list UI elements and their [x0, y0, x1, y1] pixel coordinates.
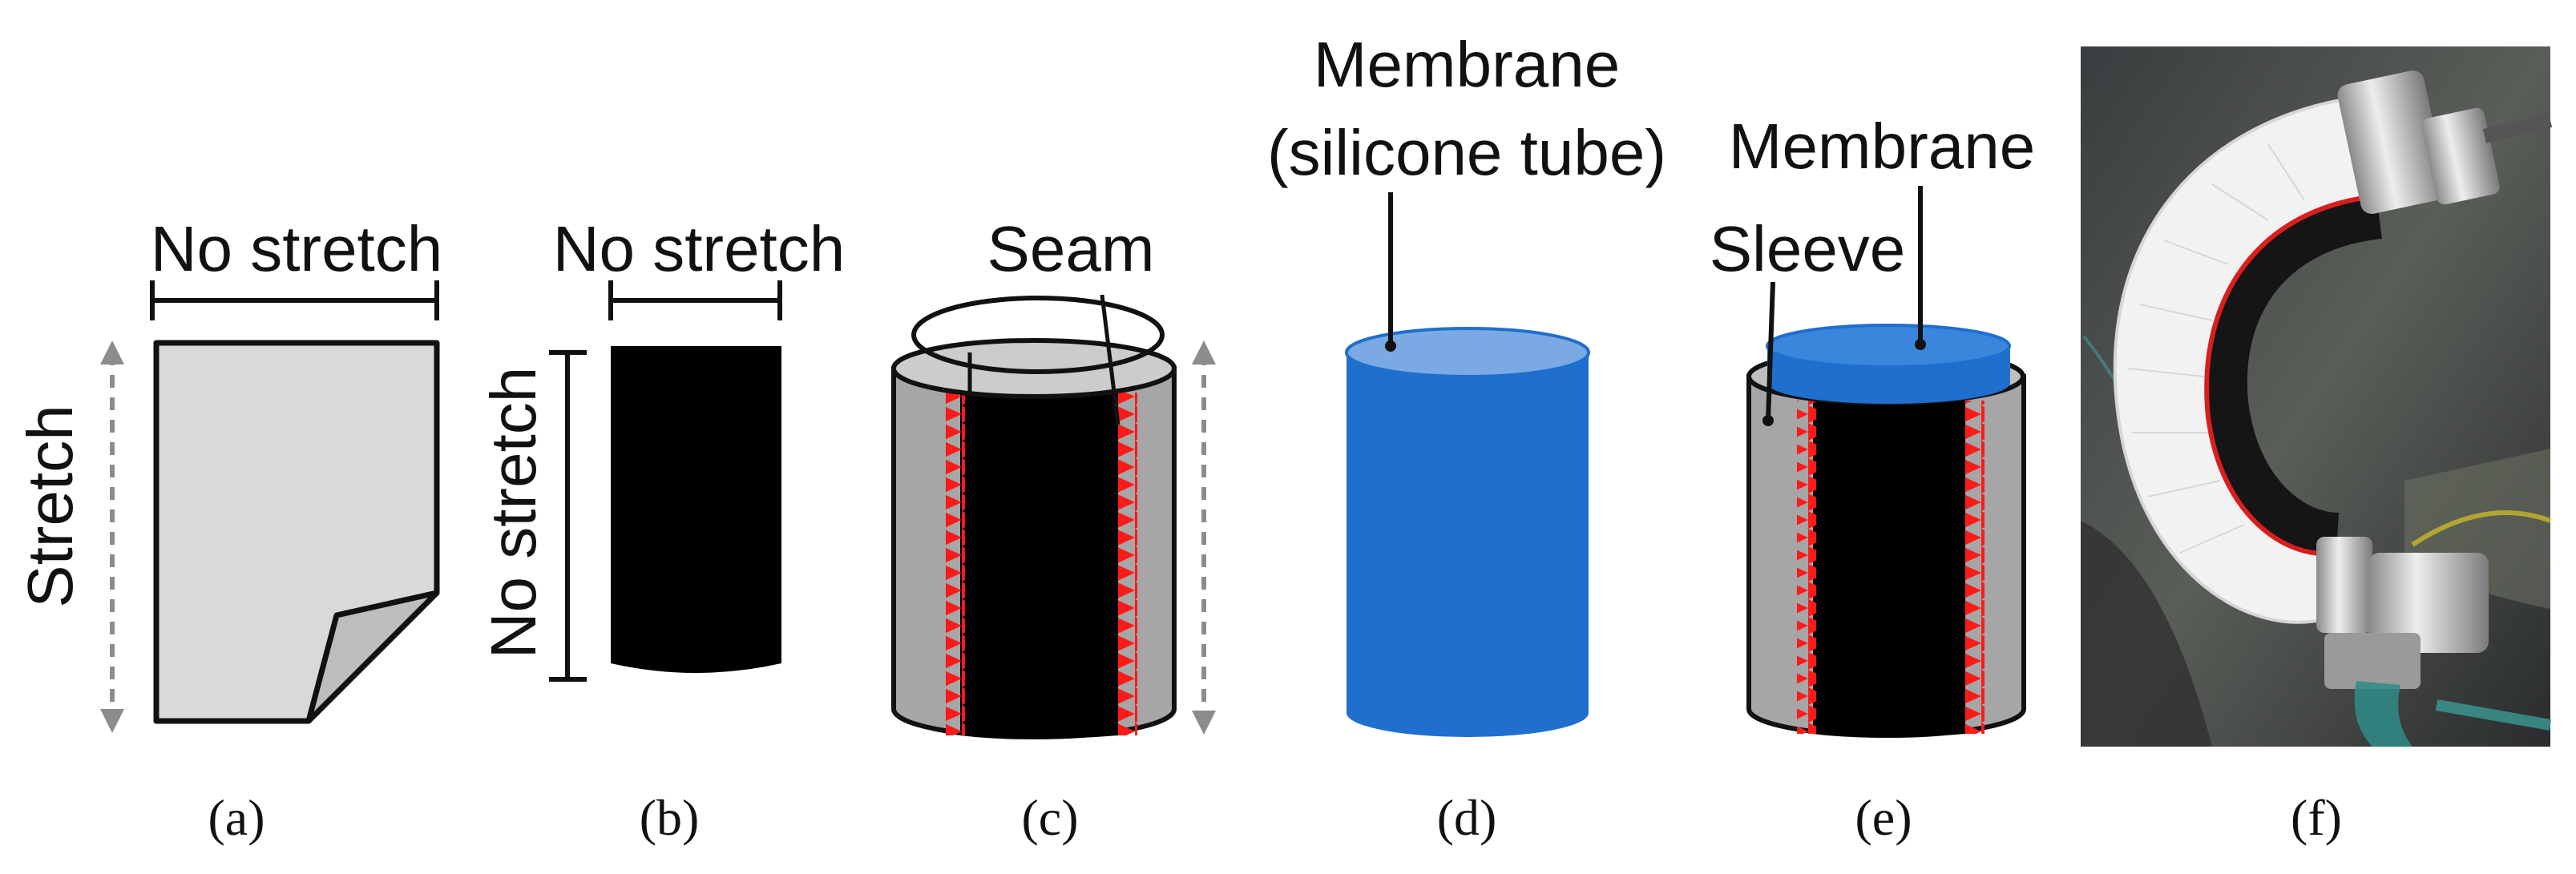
black-panel-e: [1813, 401, 1965, 737]
caption-b: (b): [640, 789, 700, 846]
seam-pointer-right: [1100, 294, 1120, 425]
label-e-sleeve: Sleeve: [1710, 213, 1906, 284]
label-b-no-stretch-side: No stretch: [478, 367, 549, 659]
seam-zigzag-right: [1118, 393, 1137, 735]
label-a-stretch: Stretch: [14, 405, 86, 607]
caption-d: (d): [1437, 789, 1497, 846]
label-d-membrane-line2: (silicone tube): [1267, 117, 1666, 188]
seam-zigzag-left: [946, 393, 965, 735]
fabric-sheet: [153, 340, 440, 724]
membrane-top-e: [1766, 324, 2011, 369]
dimension-bar-a: [150, 280, 439, 320]
label-a-no-stretch: No stretch: [151, 213, 443, 284]
seam-zigzag-left-e: [1797, 401, 1816, 734]
caption-c: (c): [1021, 789, 1078, 846]
seam-zigzag-right-e: [1965, 401, 1984, 734]
seam-loop: [911, 296, 1165, 374]
membrane-tube-top: [1345, 327, 1590, 378]
black-panel: [960, 393, 1118, 739]
panel-e: Membrane Sleeve (e): [1710, 111, 2036, 846]
label-b-no-stretch-top: No stretch: [553, 213, 846, 284]
membrane-pointer-dot-d: [1385, 340, 1396, 352]
sleeve-pointer-e: [1766, 281, 1775, 421]
dimension-bar-b-top: [608, 280, 782, 320]
caption-a: (a): [208, 789, 264, 846]
dimension-bar-b-side: [549, 350, 587, 682]
caption-f: (f): [2291, 789, 2342, 846]
label-c-seam: Seam: [987, 213, 1155, 284]
sleeve-pointer-dot-e: [1762, 415, 1774, 426]
sleeve-top-opening: [891, 338, 1177, 399]
panel-a: No stretch Stretch (a): [14, 213, 442, 846]
label-e-membrane: Membrane: [1729, 111, 2035, 182]
panel-d: Membrane (silicone tube) (d): [1267, 29, 1666, 846]
black-fabric-strip: [611, 346, 781, 673]
caption-e: (e): [1855, 789, 1912, 846]
page-curl: [305, 590, 440, 724]
label-d-membrane-line1: Membrane: [1314, 29, 1620, 100]
membrane-pointer-dot-e: [1915, 339, 1926, 350]
actuator-photo: [2081, 46, 2553, 747]
panel-c: Seam (c): [891, 213, 1216, 846]
membrane-tube-body: [1347, 352, 1589, 737]
panel-f: (f): [2081, 46, 2553, 846]
panel-b: No stretch No stretch (b): [478, 213, 845, 846]
